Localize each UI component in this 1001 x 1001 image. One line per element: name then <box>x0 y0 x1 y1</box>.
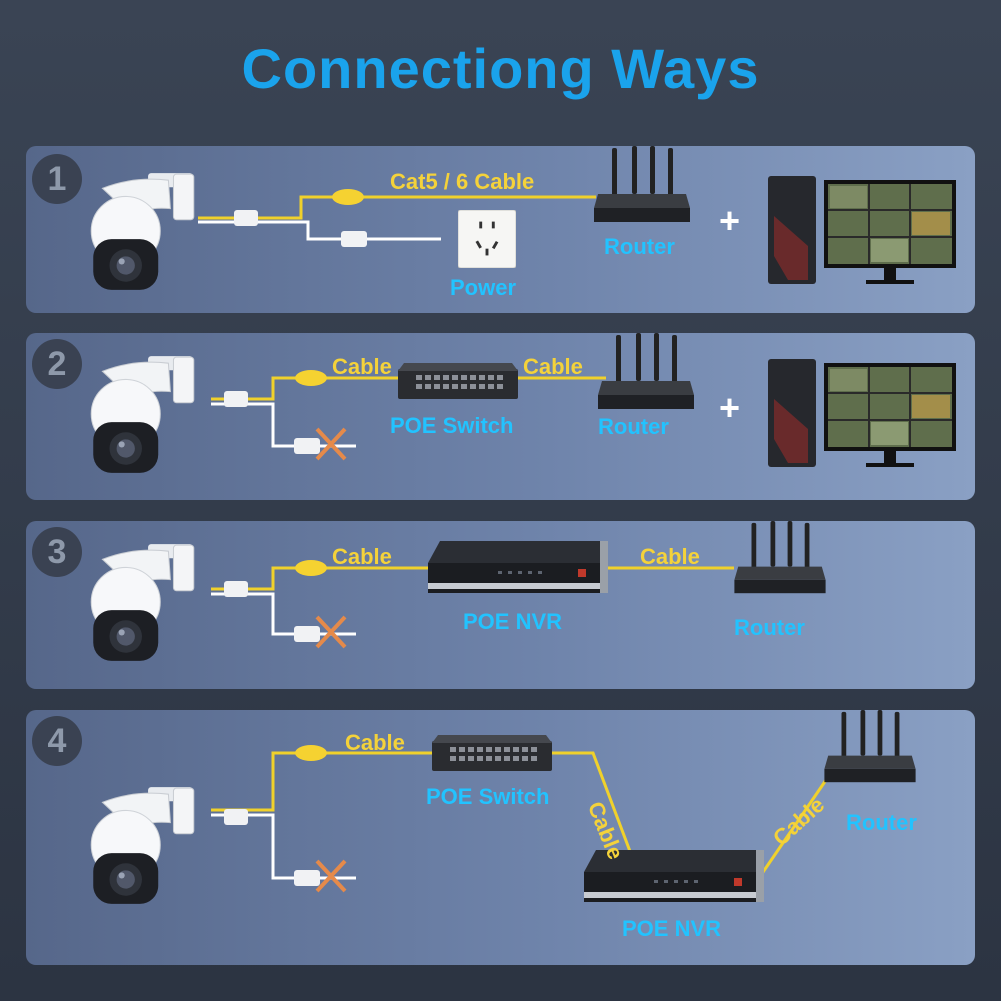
cable-line <box>211 751 432 812</box>
poe-nvr-label: POE NVR <box>622 916 722 941</box>
step-number: 3 <box>32 527 82 577</box>
switch-icon <box>398 363 518 399</box>
step-number: 4 <box>32 716 82 766</box>
poe-switch-label: POE Switch <box>426 784 550 809</box>
router-label: Router <box>604 234 675 259</box>
poe-nvr-label: POE NVR <box>463 609 563 634</box>
connection-panel-4: 4 Cable Cable Cable POE Switch POE NVR R… <box>26 710 975 965</box>
unused-plug <box>294 870 320 886</box>
cable-label-1: Cable <box>332 354 392 379</box>
camera-icon <box>90 172 195 291</box>
cable-line <box>759 779 828 876</box>
cross-icon <box>315 615 347 649</box>
connector <box>224 391 248 407</box>
switch-icon <box>432 735 552 771</box>
connection-panel-3: 3 Cable Cable POE NVR Router <box>26 521 975 689</box>
camera-icon <box>90 786 195 905</box>
cross-icon <box>315 859 347 893</box>
router-icon <box>734 521 826 594</box>
step-number: 2 <box>32 339 82 389</box>
cable-line <box>552 751 633 855</box>
connector <box>234 210 258 226</box>
cable-label-2: Cable <box>640 544 700 569</box>
plus-sign: + <box>719 387 741 428</box>
rj45-connector <box>295 560 327 576</box>
cable-label: Cat5 / 6 Cable <box>390 169 535 194</box>
wiring <box>90 333 957 474</box>
router-label: Router <box>598 414 669 439</box>
power-label: Power <box>450 275 517 300</box>
cable-label-1: Cable <box>345 730 405 755</box>
camera-icon <box>90 355 195 474</box>
connector <box>224 809 248 825</box>
plus-sign: + <box>719 200 741 241</box>
rj45-connector <box>332 189 364 205</box>
poe-switch-label: POE Switch <box>390 413 514 438</box>
nvr-icon <box>428 541 608 593</box>
page-title: Connectiong Ways <box>241 37 760 100</box>
camera-icon <box>90 543 195 662</box>
wiring <box>90 710 916 905</box>
connection-panel-1: 1 Cat5 / 6 Cable Router Power + <box>26 146 975 313</box>
unused-plug <box>294 626 320 642</box>
connector <box>224 581 248 597</box>
connection-panel-2: 2 Cable Cable POE Switch Router + <box>26 333 975 500</box>
wiring <box>90 146 957 291</box>
step-number: 1 <box>32 154 82 204</box>
router-icon <box>824 710 916 783</box>
unused-plug <box>294 438 320 454</box>
outlet-icon <box>458 210 516 268</box>
router-label: Router <box>734 615 805 640</box>
wiring <box>90 521 826 662</box>
cross-icon <box>315 427 347 461</box>
power-plug <box>341 231 367 247</box>
cable-label-2: Cable <box>523 354 583 379</box>
rj45-connector <box>295 370 327 386</box>
pc-monitor-icon <box>768 359 957 468</box>
router-icon <box>598 333 694 409</box>
router-label: Router <box>846 810 917 835</box>
pc-monitor-icon <box>768 176 957 285</box>
router-icon <box>594 146 690 222</box>
cable-label-1: Cable <box>332 544 392 569</box>
rj45-connector <box>295 745 327 761</box>
